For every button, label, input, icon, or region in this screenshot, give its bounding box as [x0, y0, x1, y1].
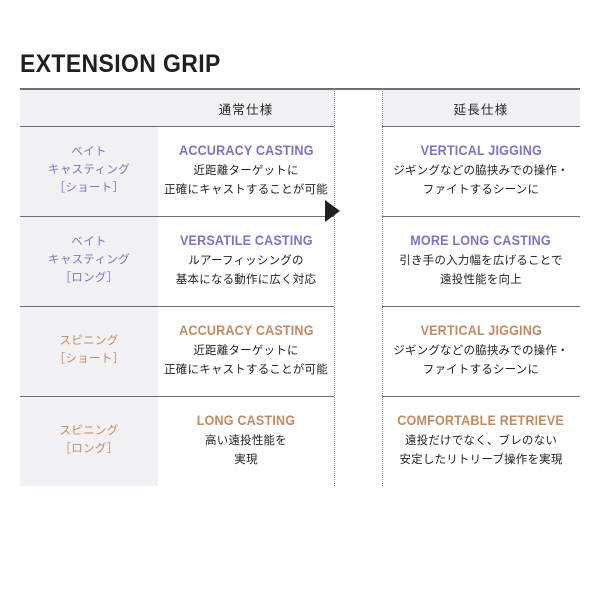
- table-header-extension-spec: 延長仕様: [382, 90, 580, 126]
- normal-spec-description-line: 近距離ターゲットに: [193, 344, 299, 357]
- normal-spec-description-line: 正確にキャストすることが可能: [164, 363, 328, 376]
- normal-spec-title: ACCURACY CASTING: [178, 142, 314, 158]
- table-grid: 通常仕様延長仕様ベイトキャスティング［ショート］ACCURACY CASTING…: [20, 88, 580, 486]
- extension-spec-description-line: ジギングなどの脇挟みでの操作・: [393, 164, 569, 177]
- right-arrow-icon: [325, 200, 340, 222]
- table-header-label-cell: [20, 90, 158, 126]
- row-label-line: ［ショート］: [53, 353, 125, 365]
- row-label-4: スピニング ［ロング］: [20, 396, 158, 486]
- header-label-extension: 延長仕様: [453, 102, 509, 117]
- normal-spec-cell-1: ACCURACY CASTING 近距離ターゲットに正確にキャストすることが可能: [158, 126, 334, 216]
- row-label-line: スピニング: [59, 335, 119, 348]
- row-label-line: ［ショート］: [53, 181, 125, 194]
- row-label-2: ベイトキャスティング ［ロング］: [20, 216, 158, 306]
- normal-spec-cell-3: ACCURACY CASTING 近距離ターゲットに正確にキャストすることが可能: [158, 306, 334, 396]
- table-row: スピニング ［ロング］ LONG CASTING 高い遠投性能を実現 COMFORTAB…: [20, 396, 580, 486]
- row-label-line: ベイト: [71, 146, 107, 159]
- column-gap: [334, 306, 382, 396]
- extension-spec-description-line: 安定したリトリーブ操作を実現: [399, 453, 563, 466]
- row-label-line: ［ロング］: [59, 443, 119, 455]
- extension-spec-title: MORE LONG CASTING: [410, 232, 552, 248]
- normal-spec-cell-2: VERSATILE CASTING ルアーフィッシングの基本になる動作に広く対応: [158, 216, 334, 306]
- extension-spec-title: VERTICAL JIGGING: [420, 322, 542, 338]
- normal-spec-title: ACCURACY CASTING: [178, 322, 314, 338]
- table-row: ベイトキャスティング ［ロング］ VERSATILE CASTING ルアーフィッシン…: [20, 216, 580, 306]
- extension-spec-cell-1: VERTICAL JIGGING ジギングなどの脇挟みでの操作・ファイトするシーン…: [382, 126, 580, 216]
- table-header-normal-spec: 通常仕様: [158, 90, 334, 126]
- normal-spec-cell-4: LONG CASTING 高い遠投性能を実現: [158, 396, 334, 486]
- row-label-line: キャスティング: [48, 254, 130, 267]
- extension-spec-cell-3: VERTICAL JIGGING ジギングなどの脇挟みでの操作・ファイトするシーン…: [382, 306, 580, 396]
- normal-spec-title: VERSATILE CASTING: [179, 232, 313, 248]
- page-title: EXTENSION GRIP: [20, 50, 221, 78]
- row-label-1: ベイトキャスティング ［ショート］: [20, 126, 158, 216]
- normal-spec-description: 近距離ターゲットに正確にキャストすることが可能: [164, 162, 328, 200]
- normal-spec-description-line: ルアーフィッシングの: [188, 254, 304, 267]
- extension-spec-title: VERTICAL JIGGING: [420, 142, 542, 158]
- row-label-line: キャスティング: [48, 164, 130, 177]
- normal-spec-description: 近距離ターゲットに正確にキャストすることが可能: [164, 342, 328, 380]
- row-label-line: ベイト: [71, 236, 107, 249]
- extension-spec-cell-2: MORE LONG CASTING 引き手の入力幅を広げることで遠投性能を向上: [382, 216, 580, 306]
- column-gap: [334, 126, 382, 216]
- extension-spec-description-line: 遠投だけでなく、ブレのない: [404, 434, 558, 447]
- table-header-row: 通常仕様 延長仕様: [20, 88, 580, 126]
- normal-spec-description: ルアーフィッシングの基本になる動作に広く対応: [176, 252, 316, 290]
- normal-spec-description-line: 正確にキャストすることが可能: [164, 183, 328, 196]
- normal-spec-description-line: 基本になる動作に広く対応: [175, 273, 317, 286]
- extension-spec-description-line: ジギングなどの脇挟みでの操作・: [393, 344, 569, 357]
- comparison-table: 通常仕様延長仕様ベイトキャスティング［ショート］ACCURACY CASTING…: [20, 88, 580, 486]
- normal-spec-description: 高い遠投性能を実現: [205, 432, 287, 470]
- extension-spec-description: 遠投だけでなく、ブレのない安定したリトリーブ操作を実現: [399, 432, 562, 470]
- extension-spec-description: ジギングなどの脇挟みでの操作・ファイトするシーンに: [393, 342, 569, 380]
- extension-spec-description-line: ファイトするシーンに: [422, 363, 540, 376]
- table-row: ベイトキャスティング ［ショート］ ACCURACY CASTING 近距離ターゲット…: [20, 126, 580, 216]
- column-gap: [334, 396, 382, 486]
- extension-spec-description-line: 引き手の入力幅を広げることで: [399, 254, 563, 267]
- table-row: スピニング ［ショート］ ACCURACY CASTING 近距離ターゲットに正確にキ…: [20, 306, 580, 396]
- row-label-line: スピニング: [59, 425, 119, 438]
- extension-spec-description: 引き手の入力幅を広げることで遠投性能を向上: [399, 252, 562, 290]
- table-header-gap: [334, 90, 382, 126]
- normal-spec-description-line: 実現: [234, 453, 258, 466]
- normal-spec-description-line: 高い遠投性能を: [205, 434, 287, 447]
- extension-spec-description: ジギングなどの脇挟みでの操作・ファイトするシーンに: [393, 162, 569, 200]
- extension-spec-cell-4: COMFORTABLE RETRIEVE 遠投だけでなく、ブレのない安定したリトリ…: [382, 396, 580, 486]
- row-label-3: スピニング ［ショート］: [20, 306, 158, 396]
- extension-spec-title: COMFORTABLE RETRIEVE: [397, 412, 565, 428]
- extension-spec-description-line: 遠投性能を向上: [440, 273, 522, 286]
- normal-spec-title: LONG CASTING: [196, 412, 296, 428]
- normal-spec-description-line: 近距離ターゲットに: [193, 164, 299, 177]
- column-gap: [334, 216, 382, 306]
- row-label-line: ［ロング］: [59, 271, 119, 284]
- extension-spec-description-line: ファイトするシーンに: [422, 183, 540, 196]
- header-label-normal: 通常仕様: [218, 102, 274, 117]
